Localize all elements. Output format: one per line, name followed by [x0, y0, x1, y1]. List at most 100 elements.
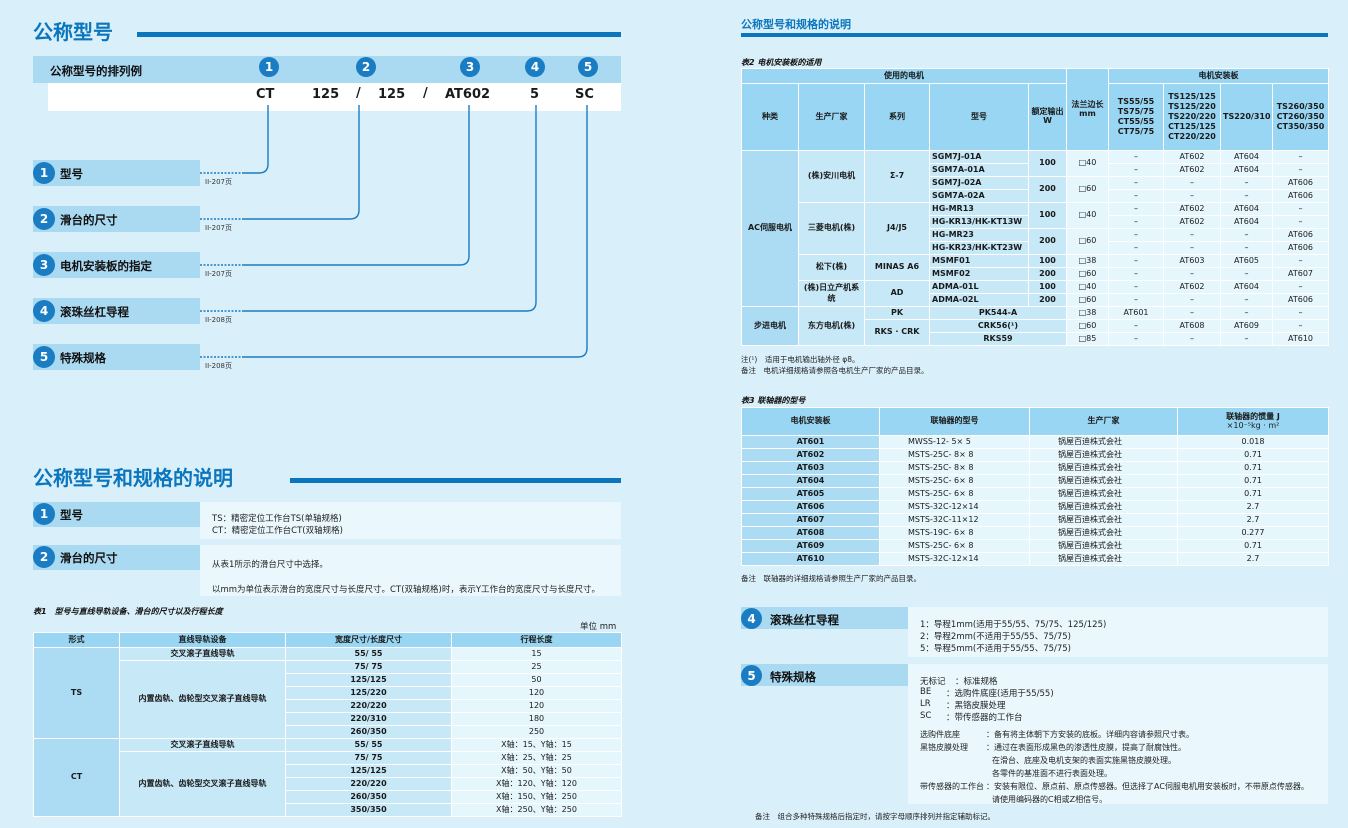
- table1-unit: 单位 mm: [580, 622, 617, 632]
- section4-number: 4: [741, 608, 762, 629]
- special-detail-text: 请使用编码器的C相或Z相信号。: [992, 795, 1108, 804]
- special-detail-text: 在滑台、底座及电机支架的表面实施黑铬皮膜处理。: [992, 756, 1176, 765]
- table3-inertia: 0.71: [1177, 461, 1329, 475]
- table1-guide: 内置齿轨、齿轮型交叉滚子直线导轨: [119, 660, 286, 739]
- table2-model: HG-MR23: [929, 228, 1029, 242]
- table2-model: SGM7A-01A: [929, 163, 1029, 177]
- table2-flange: □38: [1066, 306, 1109, 320]
- section5-label-band: [741, 664, 908, 686]
- desc-number-2: 2: [33, 546, 55, 568]
- table2-cell: –: [1108, 293, 1164, 307]
- table3-inertia: 0.277: [1177, 526, 1329, 540]
- title-rule: [290, 478, 621, 483]
- table2-model: HG-KR13/HK-KT13W: [929, 215, 1029, 229]
- table2-cell: AT609: [1220, 319, 1273, 333]
- table2-maker: (株)日立产机系统: [798, 280, 865, 307]
- table2-model: HG-MR13: [929, 202, 1029, 216]
- table1-size: 260/350: [285, 790, 452, 804]
- table3-coupling: MSTS-25C- 8× 8: [879, 461, 1030, 475]
- special-code: 无标记: [920, 677, 946, 687]
- table1: 形式 直线导轨设备 宽度尺寸/长度尺寸 行程长度 TS 交叉滚子直线导轨 55/…: [33, 632, 622, 817]
- item-label-1: 型号: [60, 167, 83, 181]
- code-separator: /: [356, 86, 361, 101]
- header-line: TS125/125: [1168, 92, 1216, 101]
- table2-cell: –: [1108, 189, 1164, 203]
- table2-output: 200: [1028, 267, 1067, 281]
- table3-inertia: 2.7: [1177, 552, 1329, 566]
- table1-type-ct: CT: [33, 738, 120, 817]
- table3-coupling: MSTS-32C-12×14: [879, 552, 1030, 566]
- desc-label-1: 型号: [60, 508, 83, 522]
- table2-cell: AT608: [1163, 319, 1221, 333]
- table2-cell: AT607: [1272, 267, 1329, 281]
- table1-stroke: 50: [451, 673, 622, 687]
- table2-flange: □40: [1066, 150, 1109, 177]
- item-row-4: [33, 298, 200, 324]
- table2-model: SGM7J-01A: [929, 150, 1029, 164]
- table2-cell: AT602: [1163, 215, 1221, 229]
- table3-caption: 表3 联轴器的型号: [741, 396, 806, 405]
- desc-text: CT：精密定位工作台CT(双轴规格): [212, 526, 343, 536]
- page-title-nominal-model: 公称型号: [33, 20, 113, 44]
- table2-cell: AT604: [1220, 215, 1273, 229]
- table3-coupling: MSTS-32C-12×14: [879, 500, 1030, 514]
- special-desc: ：选购件底座(适用于55/55): [946, 689, 1054, 699]
- section5-label: 特殊规格: [770, 670, 816, 684]
- table2-cell: –: [1108, 332, 1164, 346]
- table3-inertia: 0.71: [1177, 448, 1329, 462]
- circle-number-4: 4: [525, 57, 545, 77]
- desc-text: 从表1所示的滑台尺寸中选择。: [212, 560, 328, 570]
- table1-stroke: 25: [451, 660, 622, 674]
- item-page-ref-2: II-207页: [205, 224, 233, 232]
- table2-cell: AT610: [1272, 332, 1329, 346]
- code-part-special: SC: [575, 87, 594, 102]
- table3-coupling: MSTS-25C- 8× 8: [879, 448, 1030, 462]
- table2-series: J4/J5: [864, 202, 930, 255]
- table3-maker: 锅屋百迪株式会社: [1029, 539, 1178, 553]
- item-row-5: [33, 344, 200, 370]
- table2-output: 100: [1028, 202, 1067, 229]
- table2-cell: –: [1163, 293, 1221, 307]
- item-page-ref-4: II-208页: [205, 316, 233, 324]
- table2-cell: –: [1163, 332, 1221, 346]
- example-header-band: [33, 56, 621, 83]
- table2-model: SGM7J-02A: [929, 176, 1029, 190]
- table1-header: 行程长度: [451, 632, 622, 648]
- table2-cell: –: [1272, 215, 1329, 229]
- example-title: 公称型号的排列例: [50, 64, 142, 78]
- table1-size: 125/125: [285, 764, 452, 778]
- table2-model: CRK56(¹): [929, 319, 1067, 333]
- table2-cell: –: [1108, 215, 1164, 229]
- item-row-3: [33, 252, 200, 278]
- table3-plate: AT601: [741, 435, 880, 449]
- table2-cell: –: [1163, 176, 1221, 190]
- special-detail-term: 黑铬皮膜处理: [920, 743, 968, 752]
- table2-series: PK: [864, 306, 930, 320]
- table1-size: 55/ 55: [285, 738, 452, 752]
- desc-row-2-label: [33, 545, 200, 570]
- title-rule: [137, 32, 621, 37]
- table1-size: 220/310: [285, 712, 452, 726]
- table2-series: RKS · CRK: [864, 319, 930, 346]
- table2-cell: AT604: [1220, 280, 1273, 294]
- header-line: TS55/55: [1117, 97, 1155, 106]
- table2-cell: –: [1163, 267, 1221, 281]
- table2-cell: –: [1220, 332, 1273, 346]
- table1-stroke: X轴：250、Y轴：250: [451, 803, 622, 817]
- header-line: CT350/350: [1276, 122, 1325, 131]
- section4-body: [908, 607, 1328, 657]
- table2-cell: –: [1108, 254, 1164, 268]
- table2-cell: –: [1108, 267, 1164, 281]
- table2-header-model: 型号: [929, 83, 1029, 151]
- table2-series: MINAS A6: [864, 254, 930, 281]
- table3-header: 生产厂家: [1029, 407, 1178, 436]
- table2-header-output-label: 额定输出: [1031, 107, 1064, 117]
- table1-header: 宽度尺寸/长度尺寸: [285, 632, 452, 648]
- table2-cell: –: [1220, 267, 1273, 281]
- table2-cell: –: [1272, 254, 1329, 268]
- table2-model: RKS59: [929, 332, 1067, 346]
- table1-stroke: 250: [451, 725, 622, 739]
- section4-label: 滚珠丝杠导程: [770, 613, 839, 627]
- table2-model: HG-KR23/HK-KT23W: [929, 241, 1029, 255]
